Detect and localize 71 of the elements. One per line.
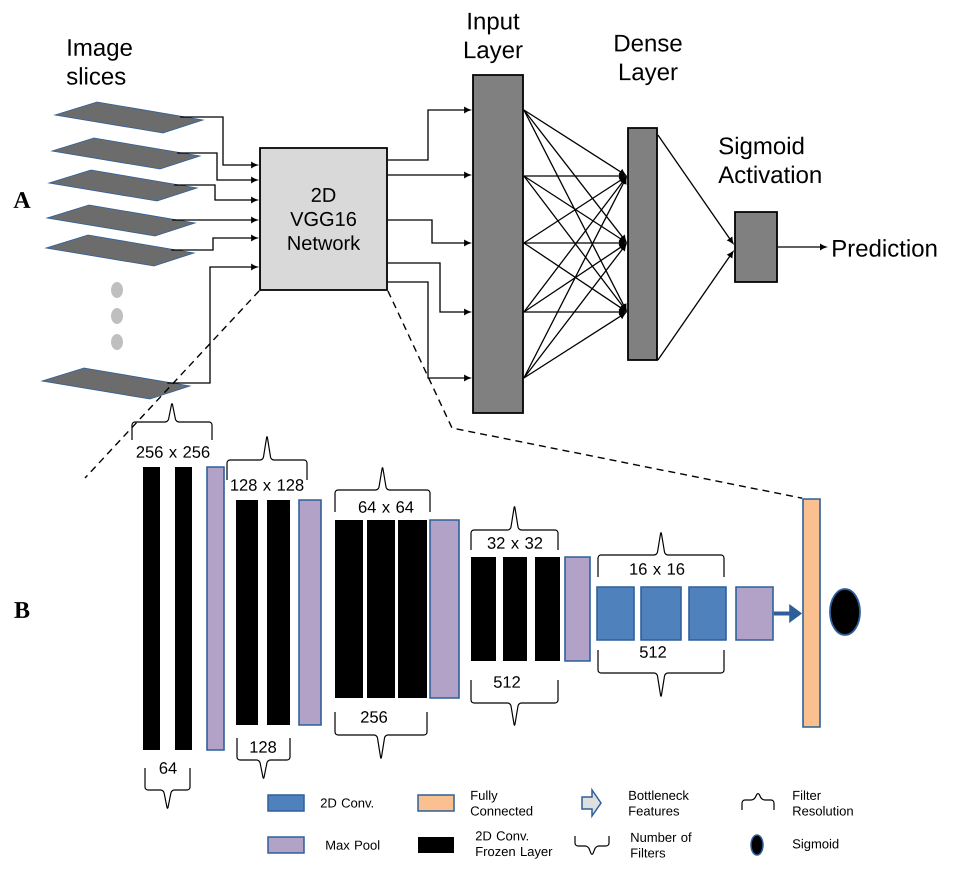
arrow bbox=[524, 309, 626, 315]
arrow bbox=[524, 109, 626, 176]
frozen-conv-bar bbox=[471, 557, 496, 661]
frozen-conv-bar bbox=[535, 557, 560, 661]
arrow bbox=[524, 312, 626, 379]
max-pool-bar bbox=[206, 466, 225, 751]
output-label: Prediction bbox=[833, 239, 936, 257]
max-pool-bar bbox=[429, 519, 460, 699]
arrow bbox=[172, 217, 258, 223]
frozen-conv-bar bbox=[175, 467, 192, 750]
fully-connected-bar bbox=[802, 498, 821, 728]
arrow bbox=[388, 219, 470, 246]
arrow bbox=[171, 235, 258, 251]
frozen-conv-bar bbox=[143, 467, 160, 750]
layer-heading: Sigmoid Activation bbox=[718, 136, 821, 184]
dimension-label: 128 x 128 bbox=[231, 479, 304, 491]
frozen-conv-bar bbox=[236, 500, 258, 725]
dimension-label: 256 bbox=[361, 711, 388, 723]
dimension-label: 512 bbox=[640, 646, 666, 658]
frozen-conv-bar bbox=[267, 500, 290, 725]
arrow bbox=[388, 262, 470, 315]
frozen-conv-bar bbox=[398, 520, 427, 698]
legend-text: Max Pool bbox=[326, 840, 380, 850]
max-pool-bar bbox=[298, 499, 322, 726]
arrow bbox=[657, 134, 734, 244]
panel-letter: A bbox=[14, 192, 30, 208]
dimension-label: 128 bbox=[250, 741, 276, 753]
frozen-conv-bar bbox=[335, 520, 363, 698]
legend-text: Bottleneck Features bbox=[629, 790, 689, 816]
arrow bbox=[657, 251, 734, 360]
dimension-label: 256 x 256 bbox=[136, 446, 210, 458]
annotation-text: Image slices bbox=[66, 39, 132, 85]
panel-letter: B bbox=[14, 602, 30, 618]
arrow bbox=[388, 281, 470, 381]
arrow bbox=[174, 184, 258, 203]
arrow bbox=[524, 240, 626, 246]
arrow bbox=[523, 110, 626, 242]
legend-text: Filter Resolution bbox=[793, 790, 853, 816]
arrow bbox=[167, 264, 258, 384]
arrow bbox=[523, 244, 626, 378]
arrow bbox=[524, 173, 626, 179]
frozen-conv-bar bbox=[367, 520, 395, 698]
legend-text: Number of Filters bbox=[631, 832, 692, 858]
zoom-line bbox=[387, 290, 802, 499]
conv-block bbox=[688, 586, 727, 641]
arrow bbox=[523, 110, 627, 311]
arrow bbox=[180, 116, 258, 168]
legend-text: Fully Connected bbox=[470, 790, 532, 816]
arrow bbox=[388, 172, 470, 178]
sigmoid-ellipse bbox=[829, 588, 861, 636]
dimension-label: 64 x 64 bbox=[358, 501, 414, 513]
legend-text: Sigmoid bbox=[792, 838, 838, 852]
max-pool-bar bbox=[735, 586, 774, 641]
conv-block bbox=[640, 586, 682, 641]
max-pool-bar bbox=[564, 556, 591, 662]
dimension-label: 64 bbox=[160, 762, 177, 774]
arrow bbox=[523, 177, 627, 378]
legend-text: 2D Conv. bbox=[320, 798, 373, 808]
arrow bbox=[177, 152, 258, 183]
layer-heading: Input Layer bbox=[464, 12, 523, 64]
legend-text: 2D Conv. Frozen Layer bbox=[476, 831, 552, 859]
dimension-label: 512 bbox=[494, 676, 520, 688]
zoom-line bbox=[84, 290, 260, 478]
dimension-label: 16 x 16 bbox=[630, 563, 684, 575]
dimension-label: 32 x 32 bbox=[488, 537, 542, 549]
frozen-conv-bar bbox=[503, 557, 527, 661]
arrow bbox=[388, 107, 470, 161]
layer-heading: Dense Layer bbox=[615, 34, 682, 86]
conv-block bbox=[596, 586, 635, 641]
network-box: 2D VGG16 Network bbox=[259, 147, 388, 291]
arrow bbox=[778, 244, 826, 250]
